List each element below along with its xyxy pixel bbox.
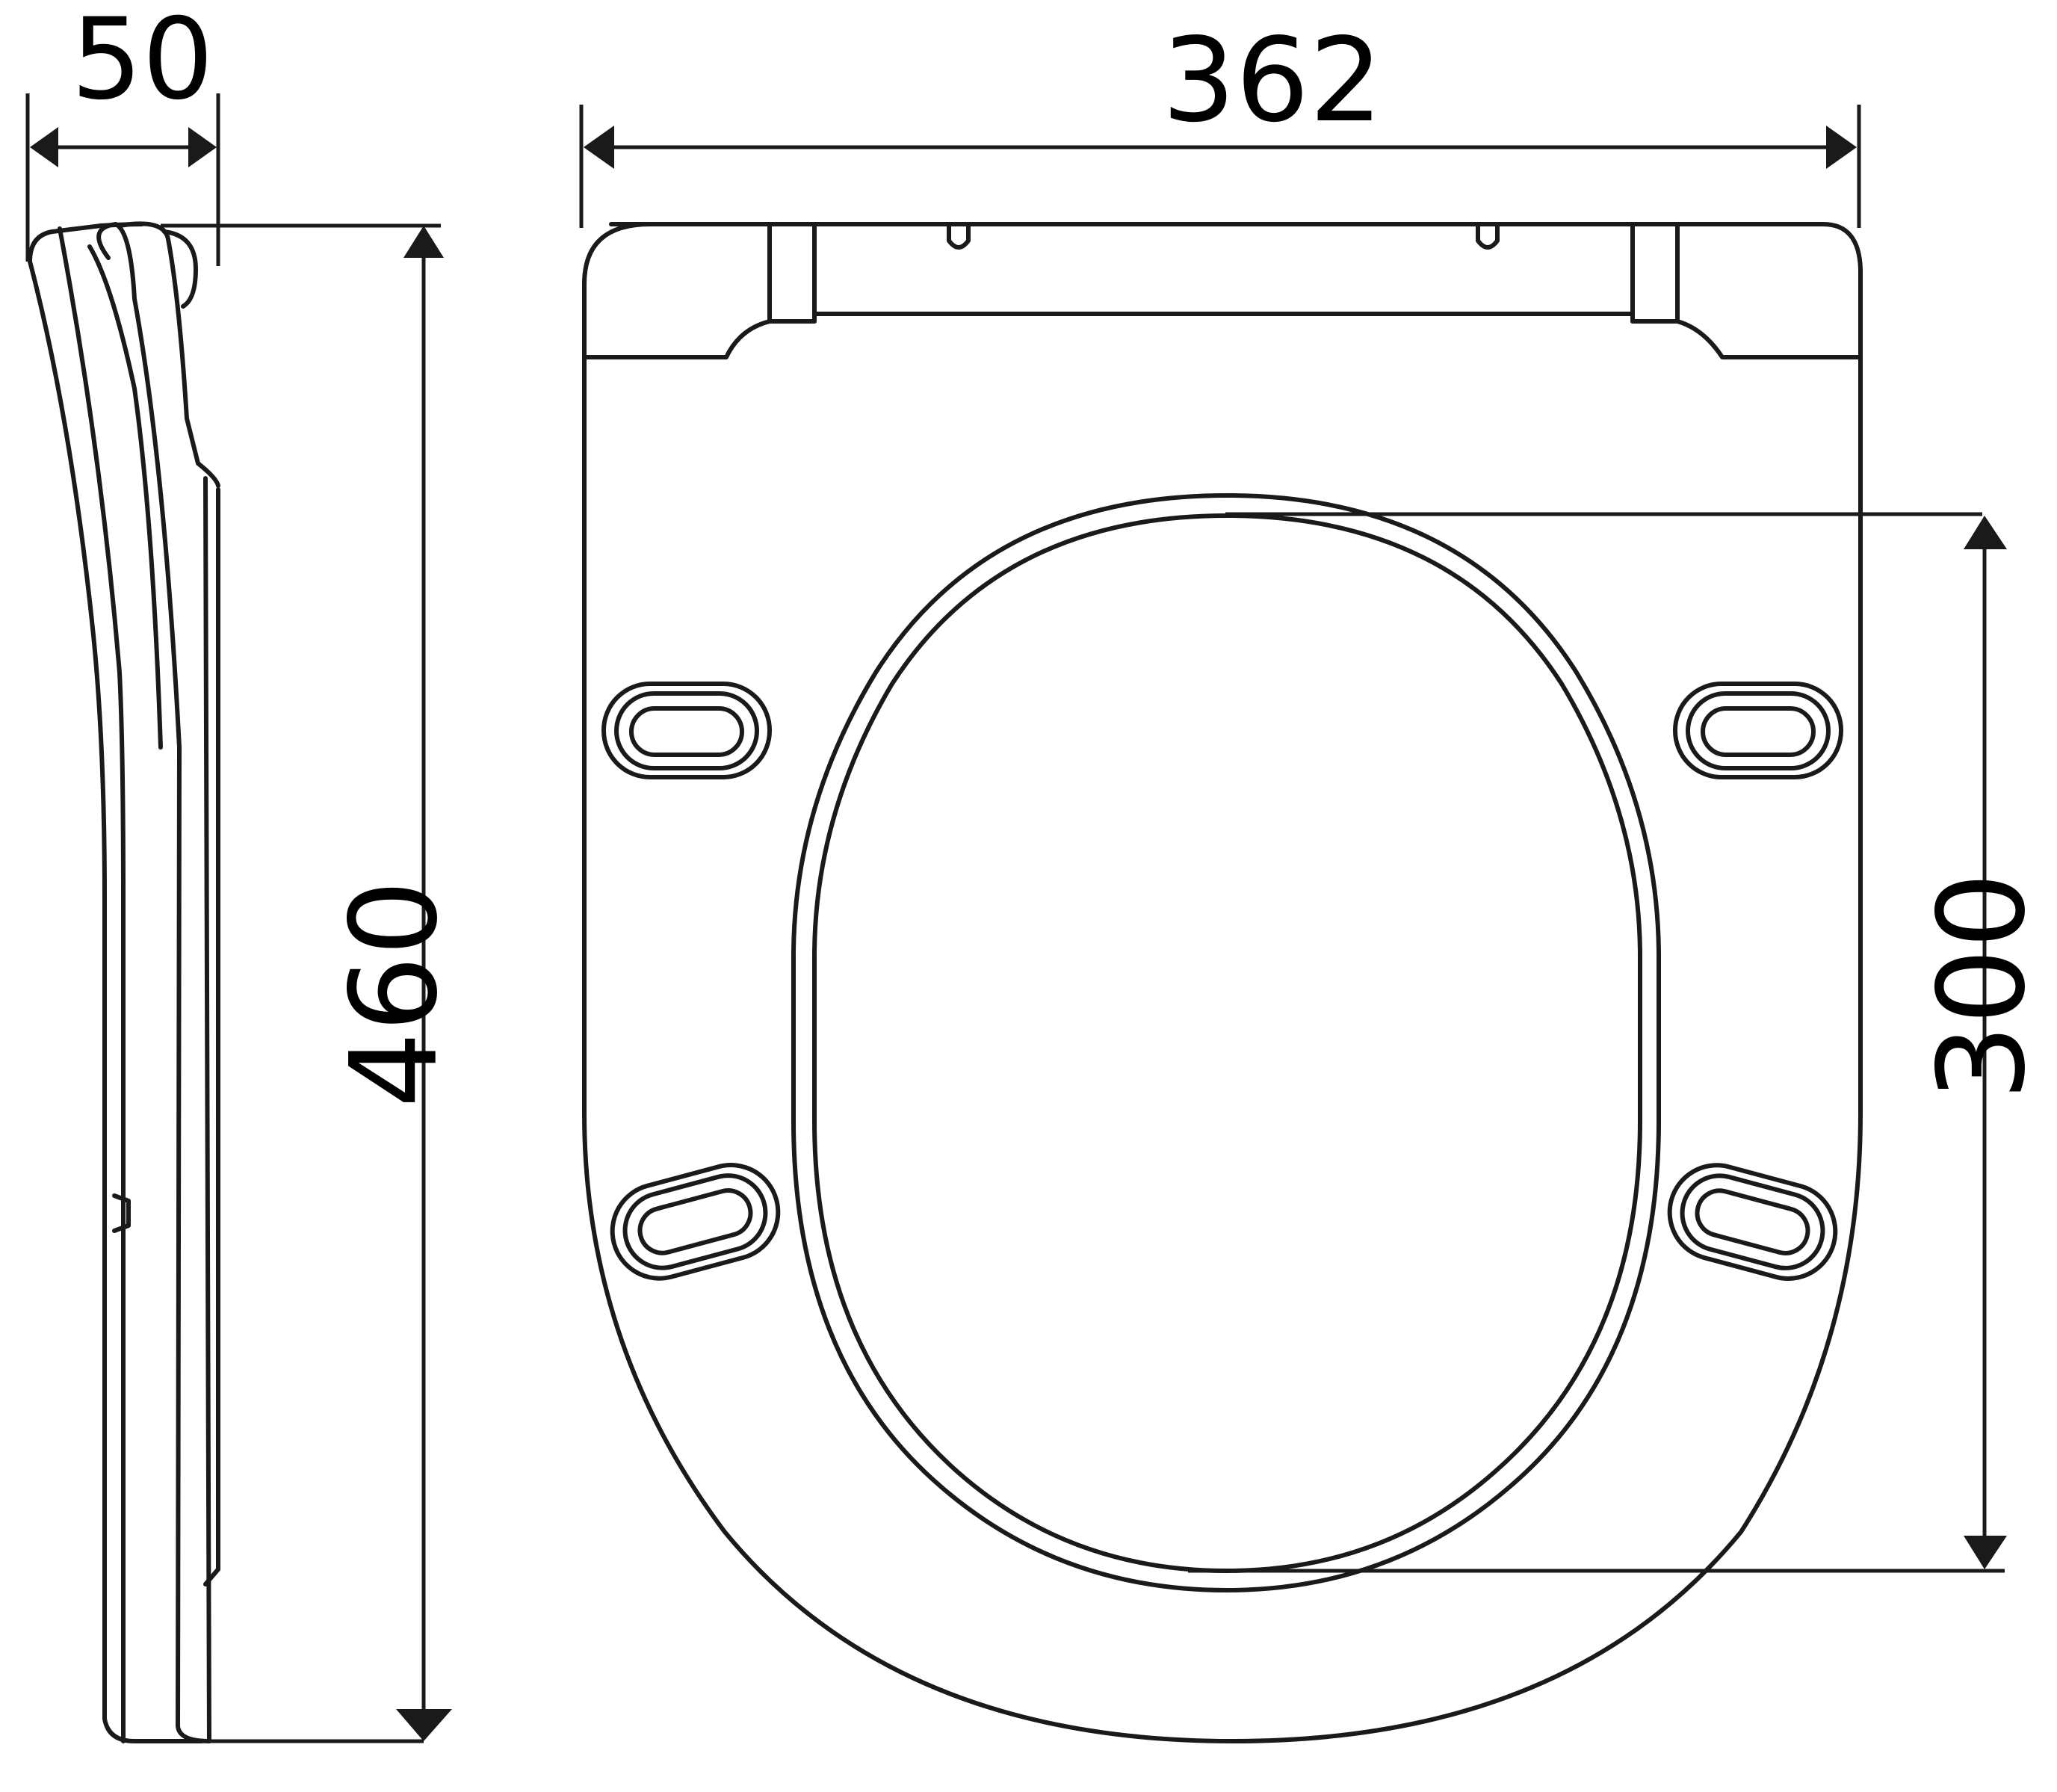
hinge-block (582, 222, 1863, 359)
mounting-slot-top-right (1673, 682, 1843, 779)
front-view (579, 105, 2007, 1743)
mounting-slot-bottom-left (610, 1163, 781, 1281)
mounting-slot-top-left (601, 682, 772, 779)
seat-opening (791, 493, 1661, 1592)
mounting-slot-bottom-right (1667, 1163, 1838, 1281)
width-dimension-line (579, 105, 1861, 228)
depth-dimension-label: 50 (71, 0, 214, 125)
opening-length-dimension-line (1188, 512, 2007, 1573)
opening-length-dimension-label: 300 (1911, 872, 2052, 1101)
side-view (25, 93, 452, 1743)
length-dimension-label: 460 (324, 880, 464, 1108)
depth-dimension-line (25, 93, 220, 266)
width-dimension-label: 362 (1162, 13, 1383, 148)
seat-side-profile (28, 221, 220, 1743)
seat-outer-outline (582, 222, 1863, 1743)
